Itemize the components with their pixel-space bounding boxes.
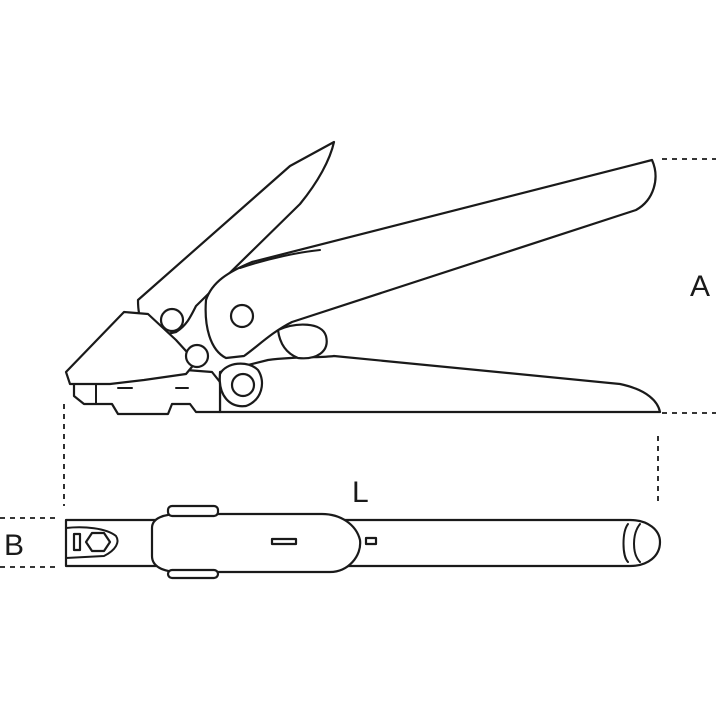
top-pin-tab-upper: [166, 504, 220, 518]
handle-hump: [276, 323, 328, 360]
lower-handle: [218, 354, 662, 414]
top-hex-hole: [84, 531, 112, 553]
side-view: [64, 140, 662, 416]
cutter-blade: [64, 310, 198, 386]
top-nose-outline: [65, 526, 119, 559]
upper-handle-edge-line: [239, 249, 321, 269]
dimension-lines: [0, 158, 716, 568]
pivot-pin-left: [159, 307, 185, 333]
top-head-cover: [150, 512, 362, 574]
dimension-label-l: L: [352, 476, 369, 509]
top-slot-mark: [270, 537, 298, 546]
top-pin-tab-lower: [166, 568, 220, 580]
upper-handle: [204, 158, 657, 360]
pivot-pin-upper: [229, 303, 255, 329]
jaw-detail-line: [95, 383, 189, 405]
top-nose-slot: [72, 532, 82, 552]
top-end-cap: [622, 523, 641, 563]
pivot-pin-lower: [230, 372, 256, 398]
top-rear-slot: [364, 536, 378, 546]
pivot-pin-middle: [184, 343, 210, 369]
dimension-label-a: A: [690, 270, 710, 303]
dimension-label-b: B: [4, 529, 24, 562]
top-view: [64, 504, 662, 580]
